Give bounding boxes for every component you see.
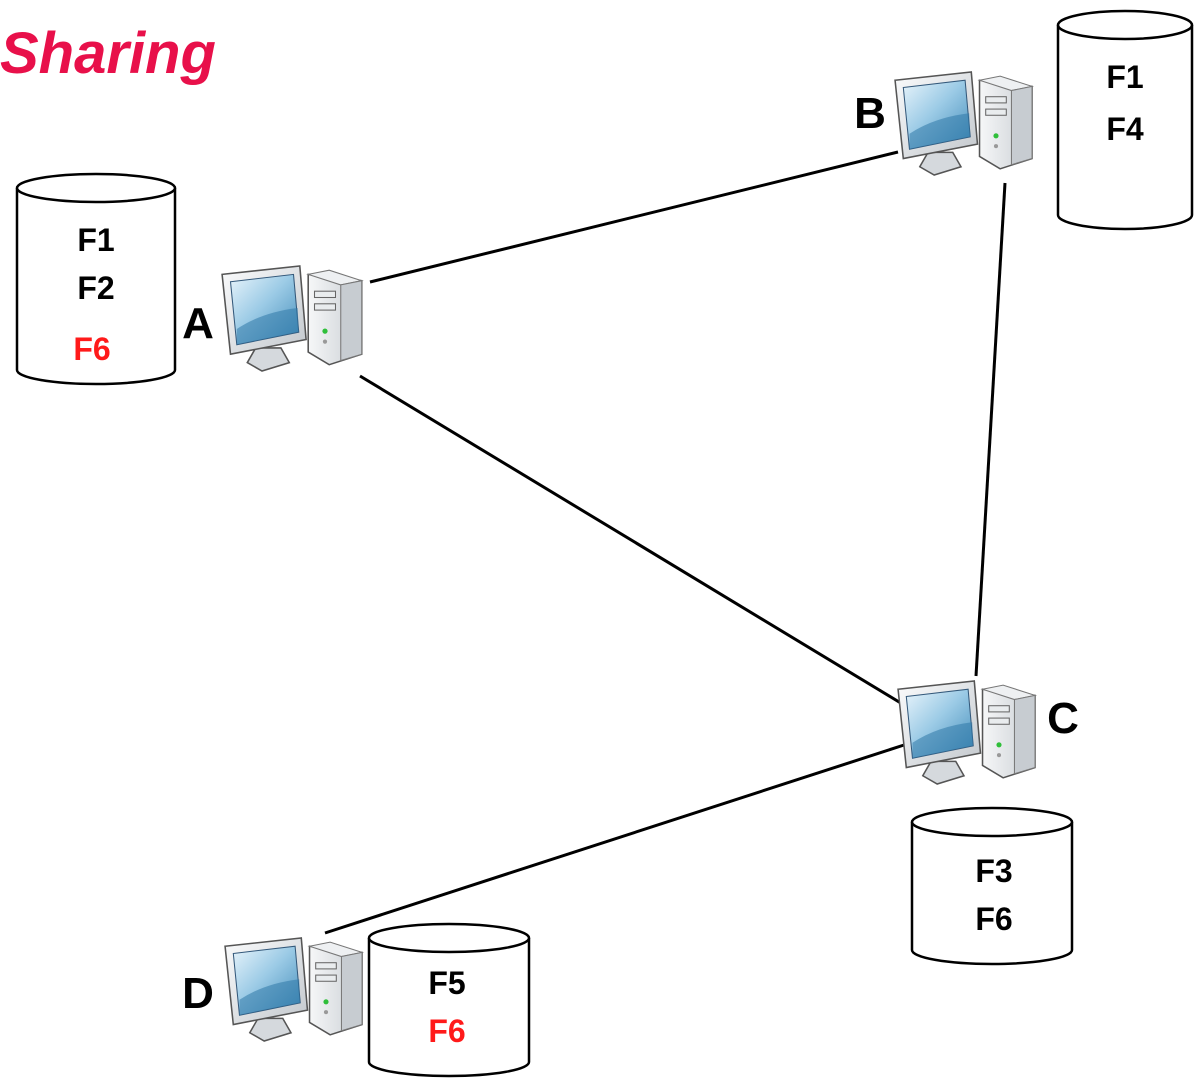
database-cylinder-icon <box>1056 25 1194 231</box>
desktop-computer-icon <box>224 937 363 1042</box>
database-cylinder-icon <box>15 188 177 386</box>
node-label-a: A <box>182 299 214 348</box>
storage-cylinder-a: F1 F2 F6 <box>15 172 177 386</box>
node-label-b: B <box>854 89 886 138</box>
computer-a[interactable] <box>221 265 363 372</box>
cylinder-top <box>15 172 177 204</box>
file-label: F6 <box>73 331 110 367</box>
file-label: F6 <box>975 901 1012 937</box>
file-label: F5 <box>428 965 465 1001</box>
cylinder-top <box>910 806 1074 838</box>
link-a-c <box>359 374 905 707</box>
link-a-b <box>369 150 899 284</box>
node-label-d: D <box>182 969 214 1018</box>
database-cylinder-icon <box>910 822 1074 966</box>
link-b-c <box>974 182 1007 677</box>
computer-d[interactable] <box>224 937 363 1042</box>
desktop-computer-icon <box>897 680 1036 785</box>
cylinder-top <box>367 922 531 954</box>
cylinder-top <box>1056 9 1194 41</box>
file-label: F1 <box>1106 59 1143 95</box>
storage-cylinder-c: F3 F6 <box>910 806 1074 966</box>
desktop-computer-icon <box>894 71 1033 176</box>
link-c-d <box>324 743 905 935</box>
file-label: F2 <box>77 270 114 306</box>
node-label-c: C <box>1047 694 1079 743</box>
computer-c[interactable] <box>897 680 1036 785</box>
file-label: F4 <box>1106 111 1144 147</box>
page-title: Sharing <box>0 21 216 86</box>
file-label: F6 <box>428 1013 465 1049</box>
storage-cylinder-d: F5 F6 <box>367 922 531 1078</box>
storage-cylinder-b: F1 F4 <box>1056 9 1194 231</box>
computer-b[interactable] <box>894 71 1033 176</box>
links-group <box>324 150 1007 935</box>
file-label: F1 <box>77 222 114 258</box>
database-cylinder-icon <box>367 938 531 1078</box>
file-label: F3 <box>975 853 1012 889</box>
desktop-computer-icon <box>221 265 363 372</box>
